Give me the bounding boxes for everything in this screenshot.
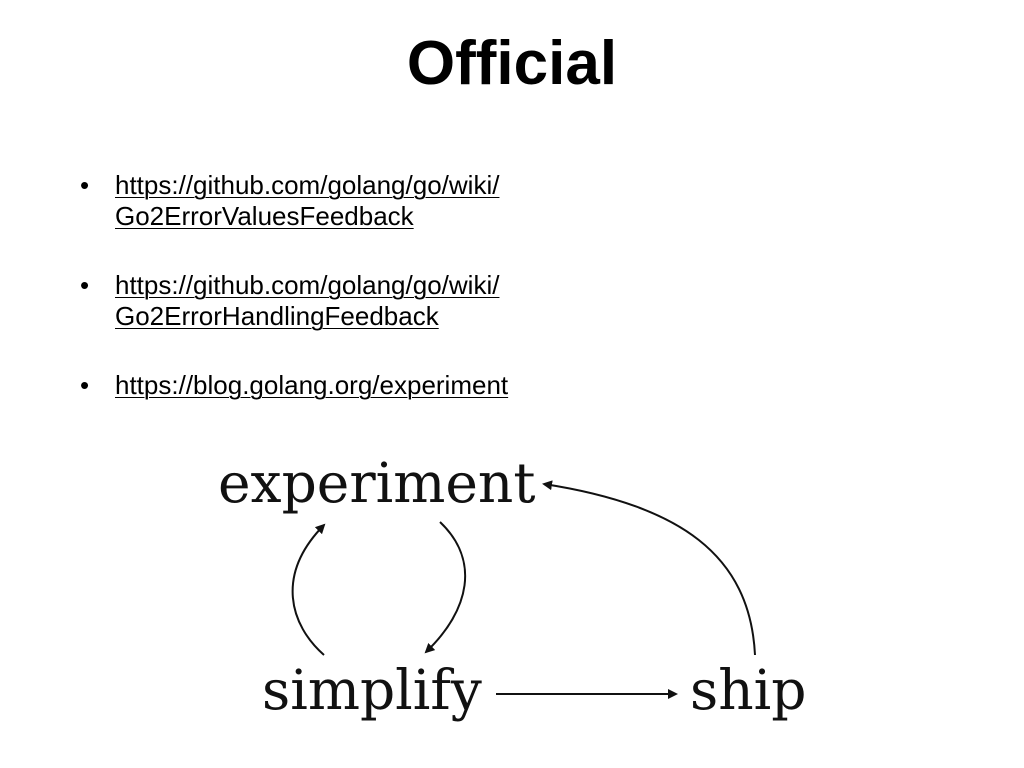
link-list: • https://github.com/golang/go/wiki/Go2E… xyxy=(78,170,778,439)
bullet-icon: • xyxy=(80,370,90,400)
arrow-experiment-to-simplify xyxy=(424,521,467,654)
bullet-icon: • xyxy=(80,270,90,300)
wiki-error-handling-link[interactable]: https://github.com/golang/go/wiki/Go2Err… xyxy=(115,270,499,331)
link-line: https://blog.golang.org/experiment xyxy=(115,370,509,400)
list-item: • https://blog.golang.org/experiment xyxy=(78,370,778,401)
link-line: https://github.com/golang/go/wiki/ xyxy=(115,170,500,200)
bullet-icon: • xyxy=(80,170,90,200)
link-line: Go2ErrorHandlingFeedback xyxy=(115,301,439,331)
arrow-simplify-to-experiment xyxy=(291,523,326,656)
experiment-node: experiment xyxy=(218,451,536,515)
list-item: • https://github.com/golang/go/wiki/Go2E… xyxy=(78,270,778,332)
list-item: • https://github.com/golang/go/wiki/Go2E… xyxy=(78,170,778,232)
wiki-error-values-link[interactable]: https://github.com/golang/go/wiki/Go2Err… xyxy=(115,170,499,231)
link-line: https://github.com/golang/go/wiki/ xyxy=(115,270,500,300)
slide-title: Official xyxy=(406,29,618,98)
blog-experiment-link[interactable]: https://blog.golang.org/experiment xyxy=(115,370,508,400)
simplify-node: simplify xyxy=(262,658,482,722)
ship-node: ship xyxy=(690,658,807,722)
link-line: Go2ErrorValuesFeedback xyxy=(115,201,414,231)
arrow-ship-to-experiment xyxy=(542,480,756,656)
